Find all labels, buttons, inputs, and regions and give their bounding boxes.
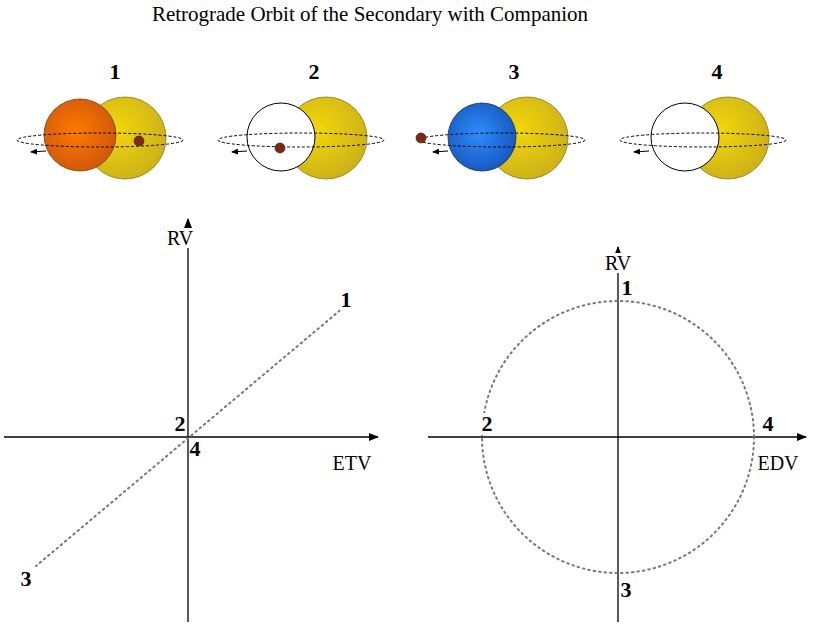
panel-number: 2: [308, 61, 321, 83]
point-number: 1: [340, 289, 353, 311]
point-number: 4: [762, 413, 775, 435]
point-number: 1: [621, 277, 634, 299]
figure-title: Retrograde Orbit of the Secondary with C…: [152, 4, 588, 25]
edv-plot: [428, 247, 806, 622]
panel-3: [416, 97, 585, 179]
axis-label: RV: [604, 253, 632, 273]
axis-label: ETV: [332, 453, 373, 473]
point-number: 4: [189, 438, 202, 460]
etv-plot: [4, 219, 378, 622]
panel-number: 1: [109, 61, 122, 83]
point-number: 3: [20, 568, 33, 590]
panel-4: [620, 97, 786, 179]
point-number: 2: [174, 413, 187, 435]
axis-label: RV: [166, 228, 194, 248]
point-number: 3: [620, 579, 633, 601]
panel-2: [218, 97, 384, 179]
panel-number: 3: [508, 61, 521, 83]
panel-1: [17, 97, 183, 179]
axis-label: EDV: [756, 453, 799, 473]
panel-number: 4: [711, 61, 724, 83]
point-number: 2: [481, 413, 494, 435]
